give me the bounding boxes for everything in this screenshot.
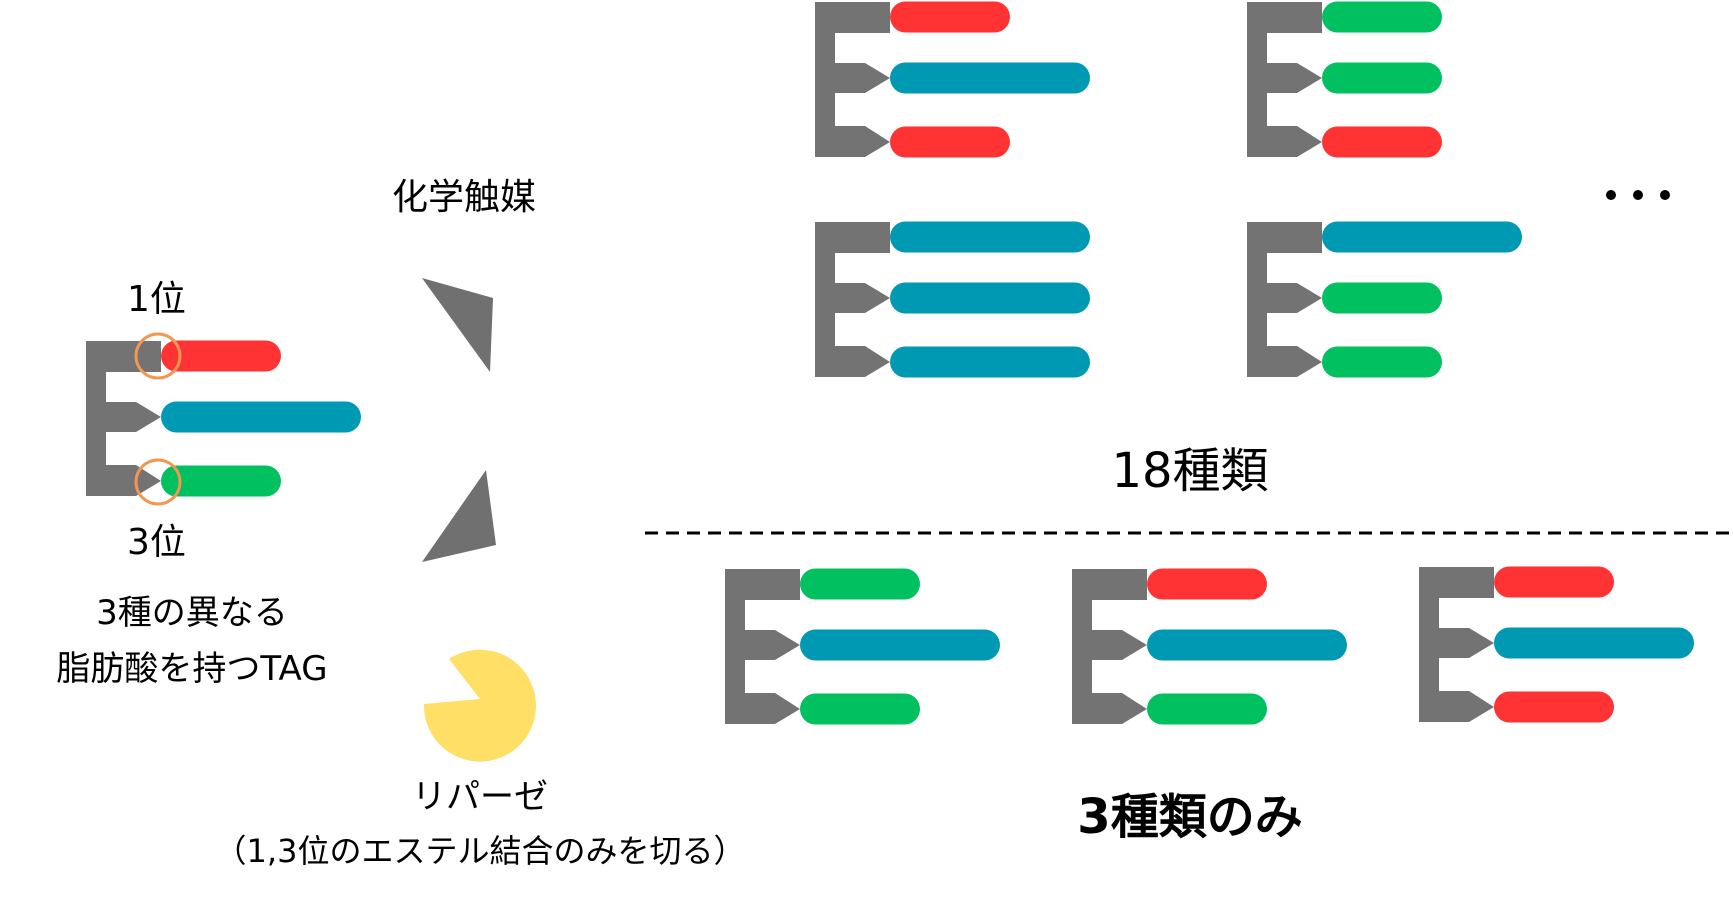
fatty-acid-chain-2: [1322, 62, 1442, 94]
chemical-product-tag-4: [1247, 221, 1522, 378]
chemical-product-tag-2: [1247, 1, 1442, 158]
ellipsis-icon: [1606, 190, 1670, 200]
fatty-acid-chain-2: [890, 282, 1090, 314]
fatty-acid-chain-3: [1322, 346, 1442, 378]
fatty-acid-chain-2: [161, 401, 361, 433]
fatty-acid-chain-3: [890, 346, 1090, 378]
fatty-acid-chain-3: [1147, 693, 1267, 725]
chemical-product-tag-1: [815, 1, 1090, 158]
lipase-product-tag-1: [725, 568, 1000, 725]
lipase-label: リパーゼ: [412, 777, 548, 817]
glycerol-backbone: [1247, 222, 1322, 377]
position-1-label: 1位: [127, 279, 186, 320]
glycerol-backbone: [1247, 2, 1322, 157]
catalyst-arrow-lower: [422, 470, 496, 562]
fatty-acid-chain-2: [1322, 282, 1442, 314]
glycerol-backbone: [1419, 567, 1494, 722]
catalyst-arrow-upper: [422, 278, 493, 372]
fatty-acid-chain-1: [890, 221, 1090, 253]
catalyst-label: 化学触媒: [392, 177, 537, 218]
fatty-acid-chain-1: [1322, 221, 1522, 253]
fatty-acid-chain-1: [890, 1, 1010, 33]
chemical-result-count: 18種類: [1111, 443, 1269, 499]
fatty-acid-chain-3: [890, 126, 1010, 158]
fatty-acid-chain-2: [890, 62, 1090, 94]
glycerol-backbone: [1072, 569, 1147, 724]
position-3-label: 3位: [127, 522, 186, 563]
glycerol-backbone: [86, 341, 161, 496]
glycerol-backbone: [815, 222, 890, 377]
ester-bond-marker-pos3: [134, 458, 182, 506]
original-tag-molecule: [86, 340, 361, 497]
fatty-acid-chain-1: [1494, 566, 1614, 598]
chemical-product-tag-3: [815, 221, 1090, 378]
fatty-acid-chain-1: [161, 340, 281, 372]
lipase-product-tag-2: [1072, 568, 1347, 725]
glycerol-backbone: [725, 569, 800, 724]
lipase-result-count: 3種類のみ: [1077, 789, 1303, 845]
fatty-acid-chain-2: [1147, 629, 1347, 661]
fatty-acid-chain-3: [1494, 691, 1614, 723]
glycerol-backbone: [815, 2, 890, 157]
fatty-acid-chain-3: [1322, 126, 1442, 158]
fatty-acid-chain-2: [800, 629, 1000, 661]
tag-description-line1: 3種の異なる: [96, 593, 288, 633]
lipase-product-tag-3: [1419, 566, 1694, 723]
fatty-acid-chain-1: [1322, 1, 1442, 33]
fatty-acid-chain-1: [1147, 568, 1267, 600]
lipase-enzyme-icon: [423, 649, 536, 762]
fatty-acid-chain-3: [161, 465, 281, 497]
lipase-note: （1,3位のエステル結合のみを切る）: [214, 832, 746, 870]
fatty-acid-chain-2: [1494, 627, 1694, 659]
fatty-acid-chain-1: [800, 568, 920, 600]
tag-description-line2: 脂肪酸を持つTAG: [56, 649, 328, 689]
ester-bond-marker-pos1: [134, 332, 182, 380]
fatty-acid-chain-3: [800, 693, 920, 725]
